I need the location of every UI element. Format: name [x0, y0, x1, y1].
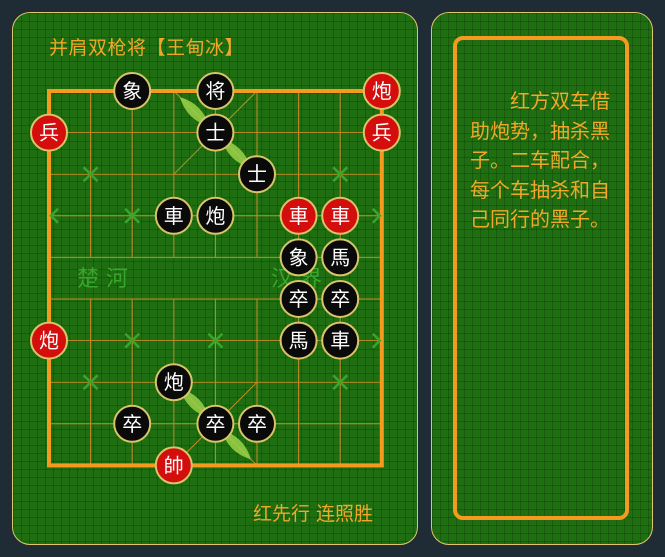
piece-label: 将	[205, 79, 225, 103]
river: 楚 河 汉 界	[77, 267, 322, 292]
piece-black[interactable]: 車	[321, 321, 360, 360]
piece-red[interactable]: 炮	[362, 72, 401, 110]
piece-label: 士	[205, 121, 225, 145]
piece-label: 卒	[289, 287, 309, 311]
piece-black[interactable]: 卒	[113, 404, 152, 443]
piece-label: 炮	[164, 370, 184, 394]
piece-label: 炮	[372, 79, 392, 103]
piece-red[interactable]: 車	[321, 196, 360, 235]
piece-disc	[279, 238, 318, 277]
xiangqi-board[interactable]: 楚 河 汉 界 象将炮兵士兵士車炮車車象馬卒卒炮馬車炮卒卒卒帥	[13, 13, 419, 546]
river-left-label: 楚 河	[77, 267, 128, 292]
piece-black[interactable]: 卒	[238, 404, 276, 443]
position-marker-icon	[332, 374, 349, 391]
piece-label: 卒	[330, 287, 350, 311]
puzzle-title: 并肩双枪将【王甸冰】	[49, 37, 245, 59]
piece-disc	[321, 196, 360, 235]
piece-label: 卒	[205, 412, 225, 436]
piece-black[interactable]: 馬	[279, 321, 318, 360]
piece-label: 馬	[330, 245, 350, 269]
note-panel: 红方双车借助炮势，抽杀黑子。二车配合，每个车抽杀和自己同行的黑子。	[431, 12, 653, 545]
piece-disc	[196, 113, 235, 152]
edge-marker-icon	[49, 207, 59, 224]
piece-disc	[30, 113, 68, 152]
piece-label: 兵	[372, 121, 392, 145]
piece-disc	[321, 280, 360, 318]
piece-black[interactable]: 卒	[321, 280, 360, 318]
piece-disc	[362, 72, 401, 110]
edge-marker-icon	[371, 332, 382, 349]
piece-black[interactable]: 士	[238, 155, 276, 194]
piece-disc	[113, 72, 152, 110]
puzzle-note: 红方双车借助炮势，抽杀黑子。二车配合，每个车抽杀和自己同行的黑子。	[470, 89, 610, 231]
piece-black[interactable]: 馬	[321, 238, 360, 277]
piece-label: 車	[289, 204, 309, 228]
piece-black[interactable]: 士	[196, 113, 235, 152]
piece-red[interactable]: 兵	[30, 113, 68, 152]
piece-disc	[238, 404, 276, 443]
piece-label: 象	[122, 79, 142, 103]
note-frame	[453, 36, 629, 520]
position-marker-icon	[207, 332, 224, 349]
piece-black[interactable]: 車	[154, 196, 193, 235]
pieces[interactable]: 象将炮兵士兵士車炮車車象馬卒卒炮馬車炮卒卒卒帥	[30, 72, 401, 485]
piece-label: 卒	[247, 412, 267, 436]
piece-label: 士	[247, 162, 267, 186]
piece-disc	[362, 113, 401, 152]
piece-black[interactable]: 炮	[196, 196, 235, 235]
position-marker-icon	[82, 374, 99, 391]
piece-black[interactable]: 象	[279, 238, 318, 277]
piece-disc	[154, 446, 193, 485]
edge-marker-icon	[371, 207, 382, 224]
footer-caption: 红先行 连照胜	[253, 503, 374, 525]
piece-black[interactable]: 卒	[279, 280, 318, 318]
piece-label: 車	[164, 204, 184, 228]
piece-disc	[279, 280, 318, 318]
piece-disc	[279, 321, 318, 360]
piece-disc	[154, 196, 193, 235]
position-marker-icon	[332, 166, 349, 183]
piece-label: 車	[330, 204, 350, 228]
piece-disc	[196, 404, 235, 443]
piece-label: 帥	[164, 453, 184, 477]
piece-black[interactable]: 象	[113, 72, 152, 110]
piece-label: 炮	[205, 204, 225, 228]
piece-disc	[196, 72, 235, 110]
piece-red[interactable]: 炮	[30, 321, 68, 360]
board-panel: 并肩双枪将【王甸冰】 楚 河 汉 界 象将炮兵士兵士車炮車車象馬卒卒炮馬車炮卒卒…	[12, 12, 418, 545]
piece-label: 卒	[122, 412, 142, 436]
piece-label: 車	[330, 329, 350, 353]
piece-label: 兵	[39, 121, 59, 145]
piece-disc	[30, 321, 68, 360]
piece-label: 炮	[39, 329, 59, 353]
piece-label: 馬	[289, 329, 309, 353]
piece-black[interactable]: 将	[196, 72, 235, 110]
position-marker-icon	[82, 166, 99, 183]
piece-disc	[113, 404, 152, 443]
piece-disc	[321, 321, 360, 360]
piece-red[interactable]: 帥	[154, 446, 193, 485]
piece-black[interactable]: 炮	[154, 363, 193, 402]
position-marker-icon	[124, 332, 141, 349]
piece-label: 象	[289, 245, 309, 269]
piece-disc	[321, 238, 360, 277]
piece-disc	[279, 196, 318, 235]
position-marker-icon	[124, 207, 141, 224]
piece-disc	[196, 196, 235, 235]
piece-red[interactable]: 車	[279, 196, 318, 235]
piece-black[interactable]: 卒	[196, 404, 235, 443]
piece-disc	[154, 363, 193, 402]
piece-red[interactable]: 兵	[362, 113, 401, 152]
piece-disc	[238, 155, 276, 194]
